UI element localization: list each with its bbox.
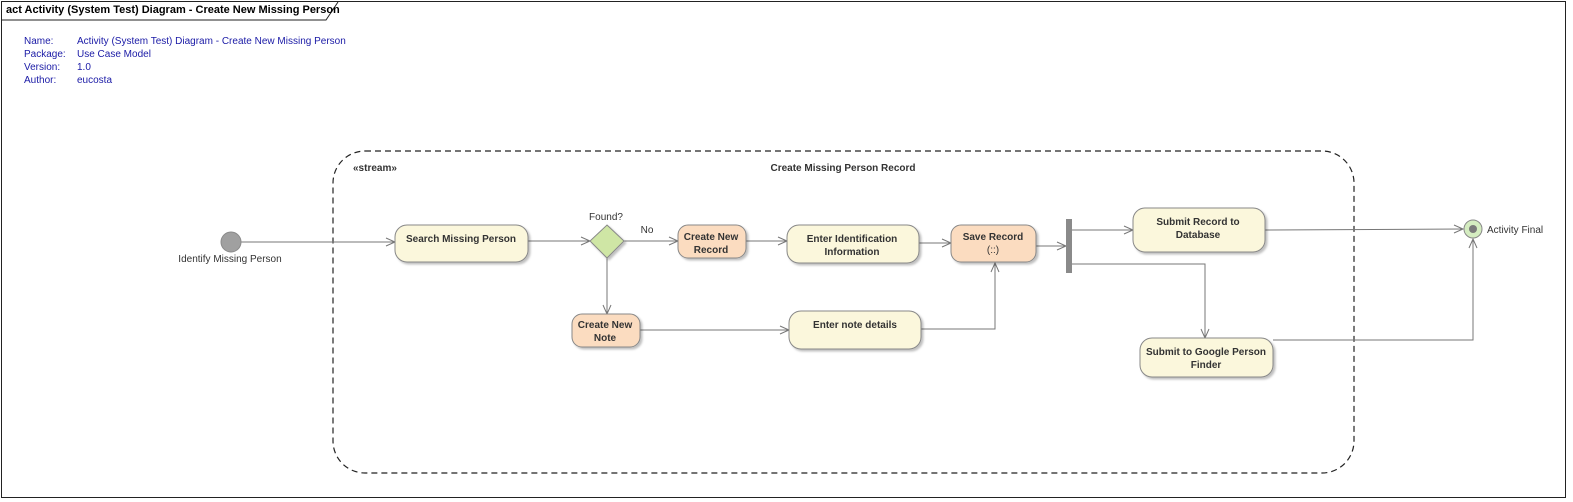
flow-submit-db-to-final[interactable] bbox=[1264, 228, 1464, 231]
meta-package-value: Use Case Model bbox=[77, 49, 151, 60]
create-record-label-1: Create New bbox=[684, 232, 739, 243]
arrowhead bbox=[1468, 237, 1478, 249]
arrowhead bbox=[990, 261, 1000, 273]
meta-version-key: Version: bbox=[24, 62, 61, 73]
create-note-label-1: Create New bbox=[578, 320, 633, 331]
action-submit-to-google-person-finder[interactable]: Submit to Google Person Finder bbox=[1139, 337, 1274, 378]
meta-author-value: eucosta bbox=[77, 75, 113, 86]
action-enter-note-details[interactable]: Enter note details bbox=[788, 310, 922, 350]
submit-db-label-2: Database bbox=[1176, 230, 1221, 241]
action-enter-identification[interactable]: Enter Identification Information bbox=[786, 224, 920, 264]
meta-author-key: Author: bbox=[24, 75, 57, 86]
submit-google-label-1: Submit to Google Person bbox=[1146, 347, 1266, 358]
enter-note-label: Enter note details bbox=[813, 320, 897, 331]
save-label-2: (::) bbox=[987, 245, 999, 256]
enter-id-label-1: Enter Identification bbox=[807, 234, 898, 245]
create-note-label-2: Note bbox=[594, 333, 617, 344]
decision-label: Found? bbox=[589, 212, 623, 223]
initial-node[interactable] bbox=[220, 231, 242, 253]
title-tab-shape bbox=[1, 1, 339, 21]
action-submit-record-to-database[interactable]: Submit Record to Database bbox=[1132, 207, 1266, 253]
meta-version-value: 1.0 bbox=[77, 62, 91, 73]
save-label-1: Save Record bbox=[963, 232, 1024, 243]
action-save-record[interactable]: Save Record (::) bbox=[950, 224, 1037, 263]
fork-bar[interactable] bbox=[1066, 219, 1072, 273]
decision-node[interactable] bbox=[589, 224, 625, 259]
control-flows bbox=[241, 224, 1478, 341]
submit-db-label-1: Submit Record to bbox=[1156, 217, 1239, 228]
flow-submit-google-to-final[interactable] bbox=[1273, 239, 1474, 341]
search-label: Search Missing Person bbox=[406, 234, 516, 245]
activity-final-node[interactable] bbox=[1463, 219, 1483, 239]
arrowhead bbox=[1453, 224, 1465, 234]
action-create-new-record[interactable]: Create New Record bbox=[677, 224, 747, 259]
action-search-missing-person[interactable]: Search Missing Person bbox=[394, 224, 529, 263]
guard-no-label: No bbox=[641, 225, 654, 236]
stream-region[interactable] bbox=[332, 150, 1355, 474]
meta-name-key: Name: bbox=[24, 36, 54, 47]
region-title: Create Missing Person Record bbox=[770, 163, 915, 174]
meta-name-value: Activity (System Test) Diagram - Create … bbox=[77, 36, 346, 47]
activity-final-label: Activity Final bbox=[1487, 225, 1543, 236]
flow-enter-note-to-save[interactable] bbox=[921, 263, 996, 330]
submit-google-label-2: Finder bbox=[1191, 360, 1222, 371]
create-record-label-2: Record bbox=[694, 245, 728, 256]
initial-node-label: Identify Missing Person bbox=[178, 254, 281, 265]
diagram-title: act Activity (System Test) Diagram - Cre… bbox=[6, 4, 340, 16]
action-create-new-note[interactable]: Create New Note bbox=[571, 313, 641, 348]
flow-fork-to-submit-google[interactable] bbox=[1072, 263, 1206, 338]
region-stereotype: «stream» bbox=[353, 163, 397, 174]
meta-package-key: Package: bbox=[24, 49, 66, 60]
enter-id-label-2: Information bbox=[825, 247, 880, 258]
